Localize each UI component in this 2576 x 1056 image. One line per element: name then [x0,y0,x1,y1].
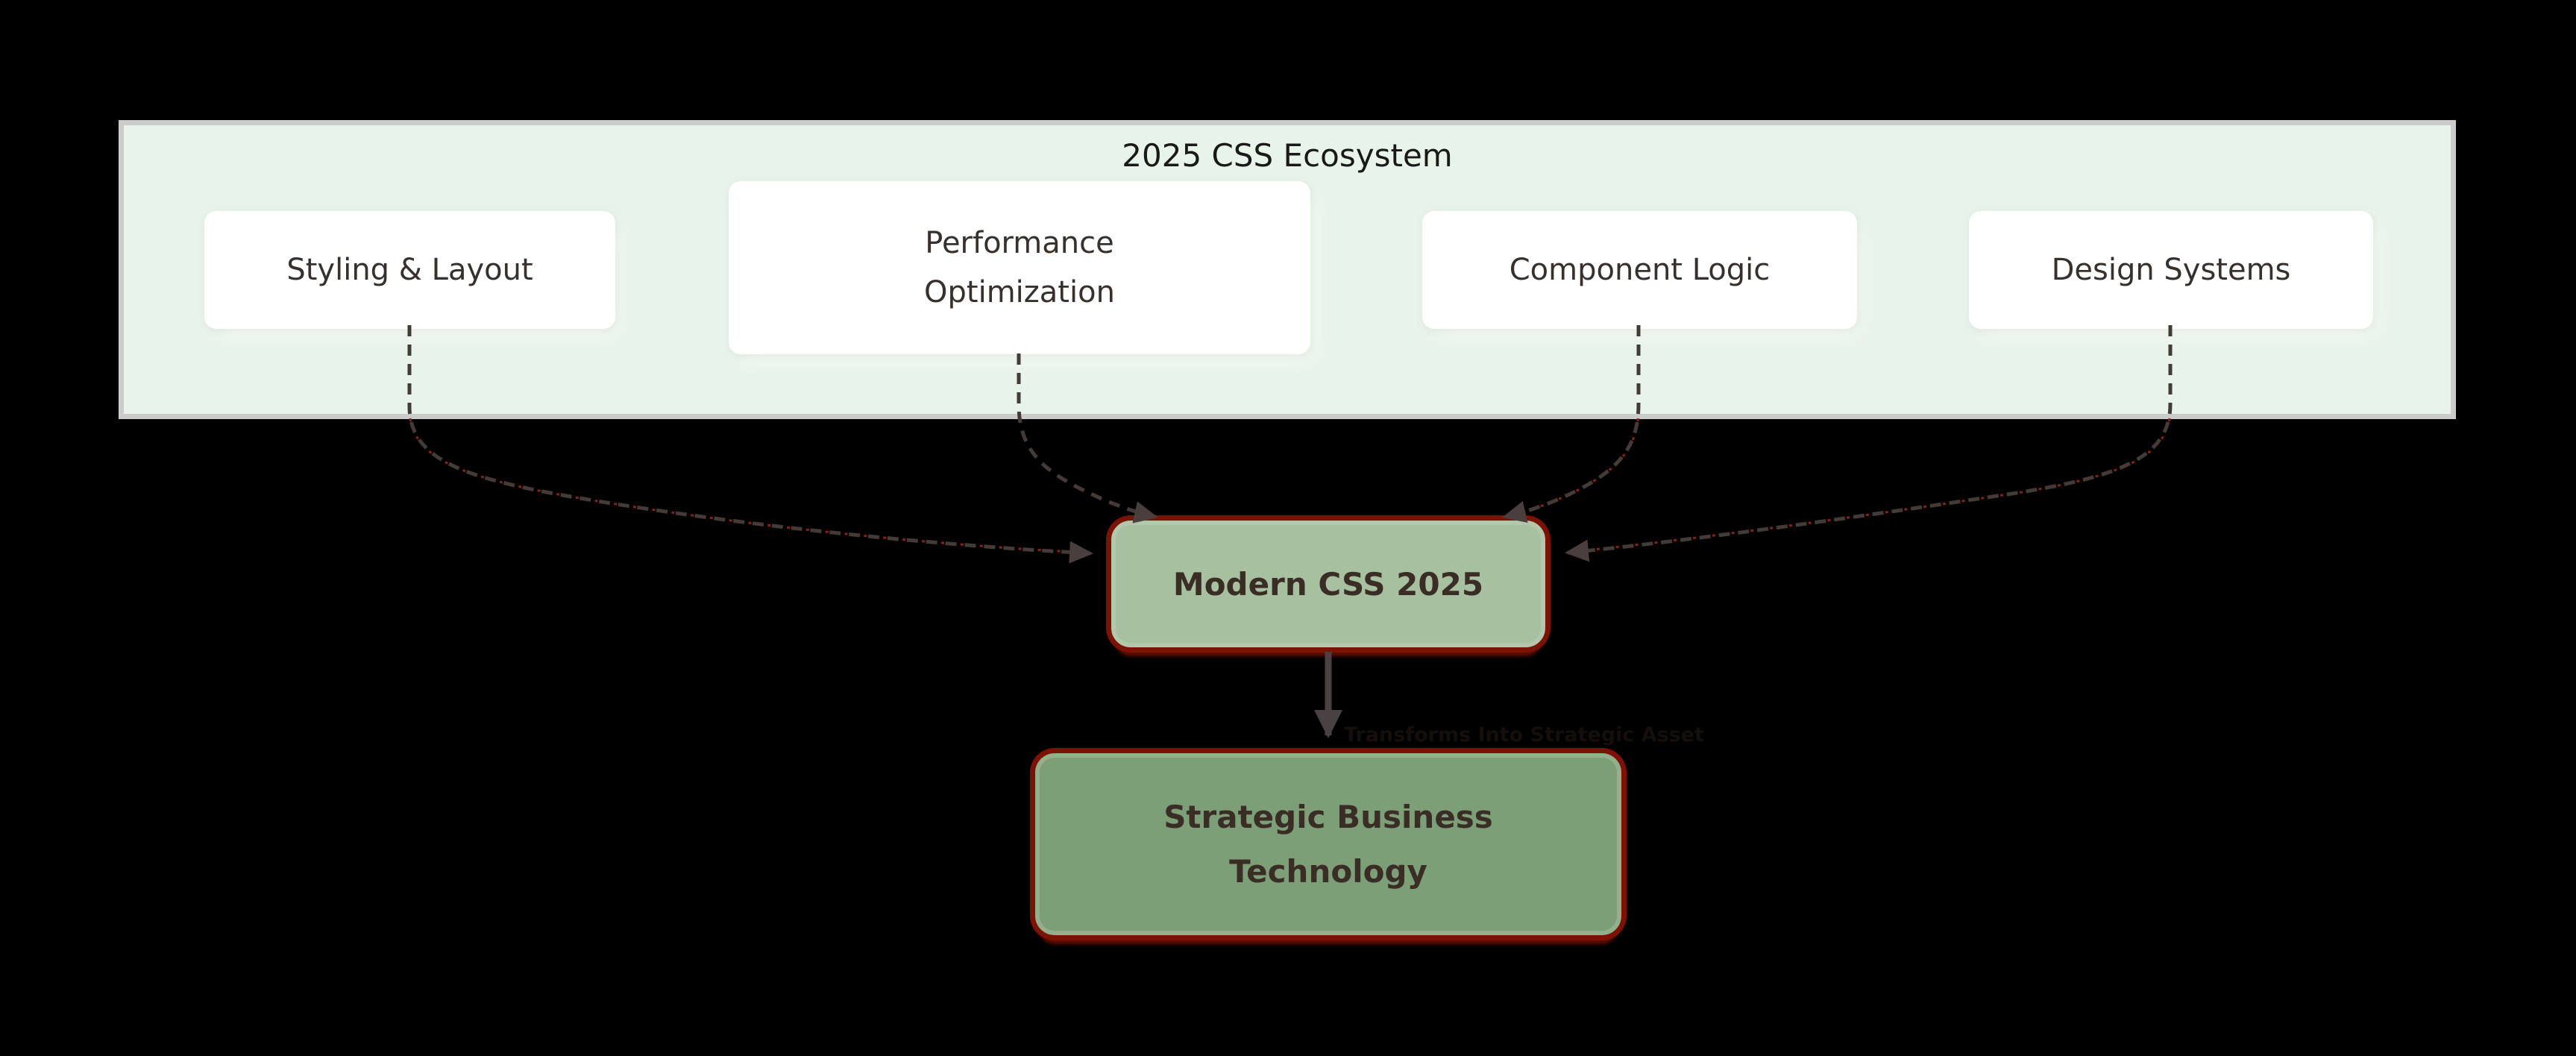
node-label: Strategic Business Technology [1163,799,1493,890]
node-styling-layout: Styling & Layout [204,211,615,329]
edge-underlay-component [1507,408,1640,518]
node-label: Styling & Layout [286,253,533,287]
node-label: Design Systems [2051,253,2291,287]
node-strategic-business-technology: Strategic Business Technology [1035,753,1621,935]
ecosystem-container: 2025 CSS Ecosystem Styling & Layout Perf… [119,120,2456,419]
edge-label: Transforms Into Strategic Asset [1344,723,1704,747]
node-design-systems: Design Systems [1969,211,2373,329]
edge-underlay-design [1570,408,2172,553]
node-label: Performance Optimization [924,226,1115,309]
node-performance-optimization: Performance Optimization [729,181,1310,354]
edge-underlay-styling [408,408,1088,554]
container-title: 2025 CSS Ecosystem [1122,137,1453,174]
node-modern-css-2025: Modern CSS 2025 [1111,521,1545,647]
node-component-logic: Component Logic [1422,211,1857,329]
node-label: Component Logic [1509,253,1771,287]
edge-underlay-performance [1017,408,1153,518]
node-label: Modern CSS 2025 [1172,565,1484,603]
